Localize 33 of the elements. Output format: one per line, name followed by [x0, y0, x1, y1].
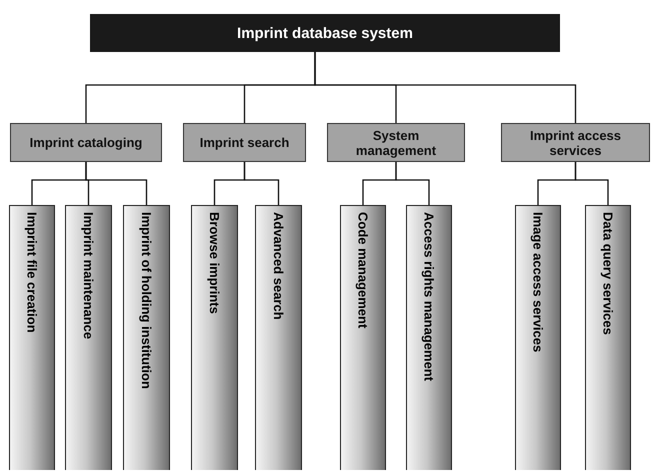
connector-line — [395, 162, 430, 205]
column-label: Browse imprints — [207, 212, 222, 314]
leaf-column — [340, 205, 386, 470]
leaf-column — [406, 205, 452, 470]
connector-line — [574, 162, 609, 205]
leaf-column — [255, 205, 302, 470]
column-label: Image access services — [530, 212, 546, 352]
connector-line — [85, 162, 148, 205]
column-label: Advanced search — [271, 212, 286, 320]
column-label: Imprint maintenance — [81, 212, 96, 340]
connector-line — [244, 162, 280, 205]
box-label: Imprint database system — [237, 24, 413, 42]
box-label: Imprint cataloging — [30, 135, 142, 150]
box-label: Imprint search — [200, 135, 290, 150]
leaf-column — [9, 205, 55, 470]
box-label: Imprint access services — [528, 128, 622, 158]
connector-line — [314, 52, 576, 123]
category-box — [10, 123, 162, 162]
category-box — [183, 123, 306, 162]
column-label: Imprint of holding institution — [139, 212, 154, 389]
leaf-column — [585, 205, 631, 470]
root-box — [90, 14, 560, 52]
leaf-column — [515, 205, 561, 470]
leaf-column — [65, 205, 112, 470]
column-label: Code management — [356, 212, 370, 328]
column-label: Access rights management — [422, 212, 436, 382]
leaf-column — [191, 205, 238, 470]
box-label: System management — [354, 128, 438, 158]
leaf-column — [123, 205, 170, 470]
column-label: Imprint file creation — [24, 212, 40, 333]
category-box — [501, 123, 650, 162]
category-box — [327, 123, 465, 162]
column-label: Data query services — [600, 212, 616, 335]
